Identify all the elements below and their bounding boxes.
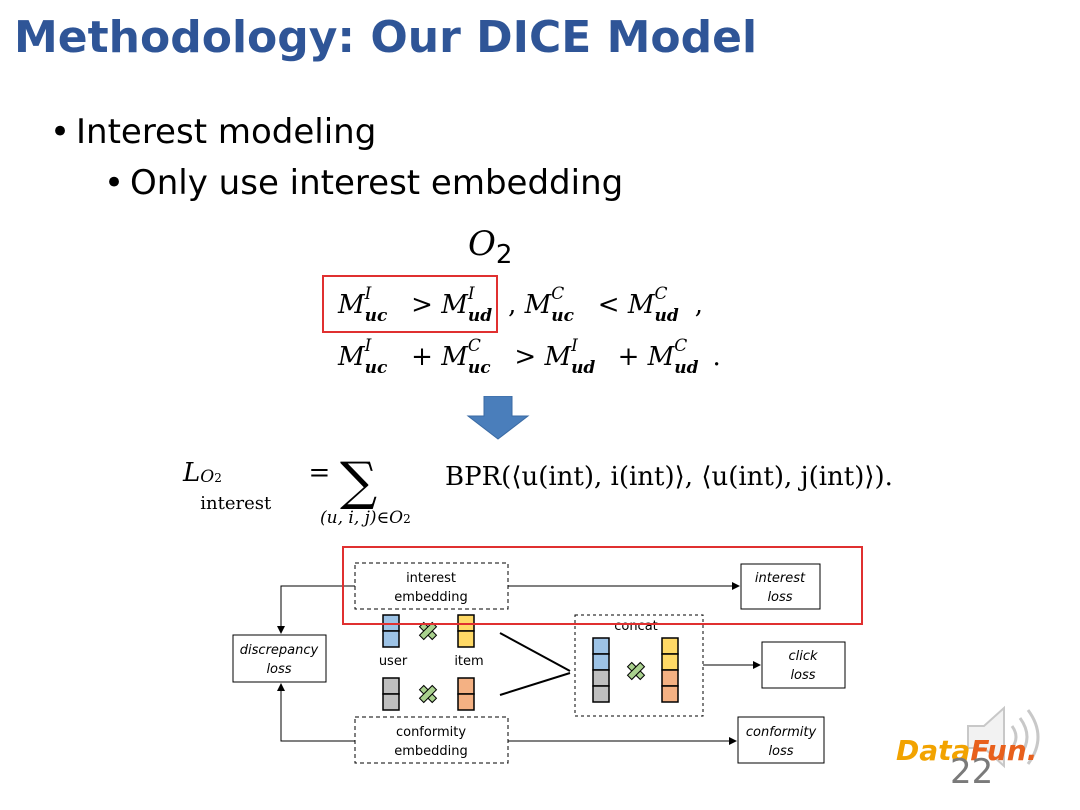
bullet-dot: • — [50, 112, 71, 152]
interest-loss-label-1: interest — [755, 571, 806, 586]
set-o2-label: O2 — [468, 224, 512, 270]
down-arrow-icon — [466, 396, 530, 440]
eq2-op1: + — [411, 342, 433, 372]
concat-label: concat — [614, 619, 658, 634]
discrepancy-loss-label-1: discrepancy — [240, 643, 319, 658]
interest-loss-box — [740, 563, 821, 610]
bullet-interest-modeling: •Interest modeling — [50, 112, 376, 152]
interest-embedding-label-1: interest — [406, 571, 456, 586]
set-subscript: 2 — [495, 240, 513, 270]
item-label: item — [454, 654, 483, 669]
user-concat-vector — [592, 637, 610, 703]
user-interest-vector — [382, 614, 400, 648]
loss-lhs: L O2 interest = — [183, 458, 331, 514]
arrow-interest-to-concat — [499, 632, 571, 672]
bullet-text: Only use interest embedding — [130, 163, 624, 203]
cross-icon — [626, 661, 646, 681]
page-number: 22 — [950, 752, 994, 792]
conformity-embedding-label-1: conformity — [396, 725, 466, 740]
bpr-expression: BPR(⟨u(int), i(int)⟩, ⟨u(int), j(int)⟩). — [445, 462, 893, 492]
click-loss-label-2: loss — [790, 668, 815, 683]
user-label: user — [379, 654, 408, 669]
eq1-sep1: , — [508, 290, 517, 320]
conformity-loss-box — [737, 716, 825, 764]
discrepancy-loss-box — [232, 634, 327, 683]
conformity-embedding-label-2: embedding — [394, 744, 468, 759]
discrepancy-loss-label-2: loss — [266, 662, 291, 677]
eq2-op3: + — [617, 342, 640, 372]
eq1-op1: > — [411, 290, 433, 320]
sum-index: (u, i, j)∈O2 — [320, 508, 411, 528]
cross-icon — [418, 684, 438, 704]
sum-symbol: ∑ — [340, 452, 378, 512]
item-interest-vector — [457, 614, 475, 648]
logo-text-data: Data — [896, 734, 971, 767]
bullet-text: Interest modeling — [76, 112, 377, 152]
interest-loss-label-2: loss — [767, 590, 792, 605]
highlight-box-interest-branch — [342, 546, 863, 625]
arrow-conformity-to-concat — [499, 672, 571, 696]
eq1-op2: < — [597, 290, 620, 320]
speaker-icon[interactable] — [960, 702, 1050, 772]
datafun-logo: DataFun. — [896, 734, 1037, 767]
arrow-conformity-to-discrepancy — [277, 683, 355, 742]
conformity-loss-label-2: loss — [768, 744, 793, 759]
click-loss-box — [761, 641, 846, 689]
bullet-only-interest-embedding: •Only use interest embedding — [104, 163, 623, 203]
eq2-op2: > — [514, 342, 537, 372]
eq2-end: . — [712, 342, 721, 372]
click-loss-label-1: click — [788, 649, 818, 664]
arrow-interest-to-discrepancy — [277, 585, 355, 634]
conformity-loss-label-1: conformity — [746, 725, 817, 740]
conformity-embedding-box — [354, 716, 509, 764]
bullet-dot: • — [104, 163, 125, 203]
slide-title: Methodology: Our DICE Model — [14, 12, 758, 63]
eq1-sep2: , — [694, 290, 704, 320]
highlight-box-interest-constraint — [322, 275, 498, 333]
logo-text-fun: Fun. — [970, 734, 1038, 767]
item-conformity-vector — [457, 677, 475, 711]
cross-icon — [418, 621, 438, 641]
item-concat-vector — [661, 637, 679, 703]
set-symbol: O — [468, 224, 496, 264]
user-conformity-vector — [382, 677, 400, 711]
interest-embedding-label-2: embedding — [394, 590, 468, 605]
dice-architecture-diagram: interest embedding interest loss discrep… — [232, 546, 863, 764]
